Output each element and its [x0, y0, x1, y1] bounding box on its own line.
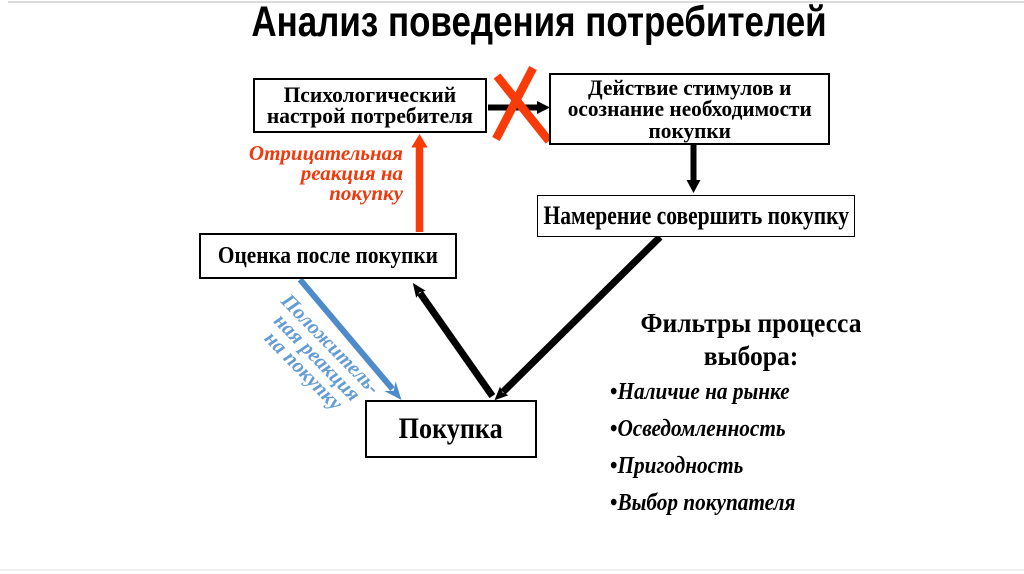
box-purchase: Покупка	[365, 400, 537, 458]
box-post-purchase-evaluation-label: Оценка после покупки	[217, 242, 439, 269]
box-purchase-intention: Намерение совершить покупку	[537, 195, 855, 237]
arrow-purchase-to-evaluation	[412, 282, 496, 399]
bullet-icon: •	[610, 416, 618, 442]
red-cross-out-icon	[492, 66, 553, 144]
box-stimulus-action: Действие стимулов и осознание необходимо…	[549, 73, 830, 145]
box-post-purchase-evaluation: Оценка после покупки	[199, 233, 457, 279]
arrow-positive-reaction	[297, 277, 402, 400]
filter-item-label: Осведомленность	[617, 416, 786, 442]
filter-item-buyer-choice: •Выбор покупателя	[610, 485, 894, 522]
slide-top-border-line	[8, 1, 1024, 3]
filters-list: •Наличие на рынке •Осведомленность •Приг…	[610, 374, 930, 522]
filter-item-availability: •Наличие на рынке	[610, 374, 894, 411]
slide-bottom-border-line	[0, 569, 1024, 571]
box-purchase-intention-label: Намерение совершить покупку	[543, 201, 849, 230]
bullet-icon: •	[610, 490, 618, 516]
filter-item-label: Выбор покупателя	[617, 490, 796, 516]
slide-title: Анализ поведения потребителей	[251, 0, 827, 46]
filters-heading: Фильтры процесса выбора:	[640, 306, 862, 372]
arrow-negative-reaction	[411, 134, 428, 232]
filter-item-label: Пригодность	[617, 453, 744, 479]
bullet-icon: •	[610, 453, 618, 479]
arrow-intent-to-purchase	[494, 234, 663, 401]
box-purchase-label: Покупка	[398, 412, 504, 445]
label-negative-reaction: Отрицательная реакция на покупку	[248, 141, 403, 205]
filter-item-awareness: •Осведомленность	[610, 411, 894, 448]
filter-item-suitability: •Пригодность	[610, 448, 894, 485]
filter-item-label: Наличие на рынке	[617, 379, 790, 405]
arrow-stimulus-to-intent	[686, 145, 701, 193]
bullet-icon: •	[610, 379, 618, 405]
box-psychological-mood-label: Психологический настрой потребителя	[267, 81, 473, 128]
box-psychological-mood: Психологический настрой потребителя	[253, 78, 487, 133]
box-stimulus-action-label: Действие стимулов и осознание необходимо…	[567, 75, 812, 143]
